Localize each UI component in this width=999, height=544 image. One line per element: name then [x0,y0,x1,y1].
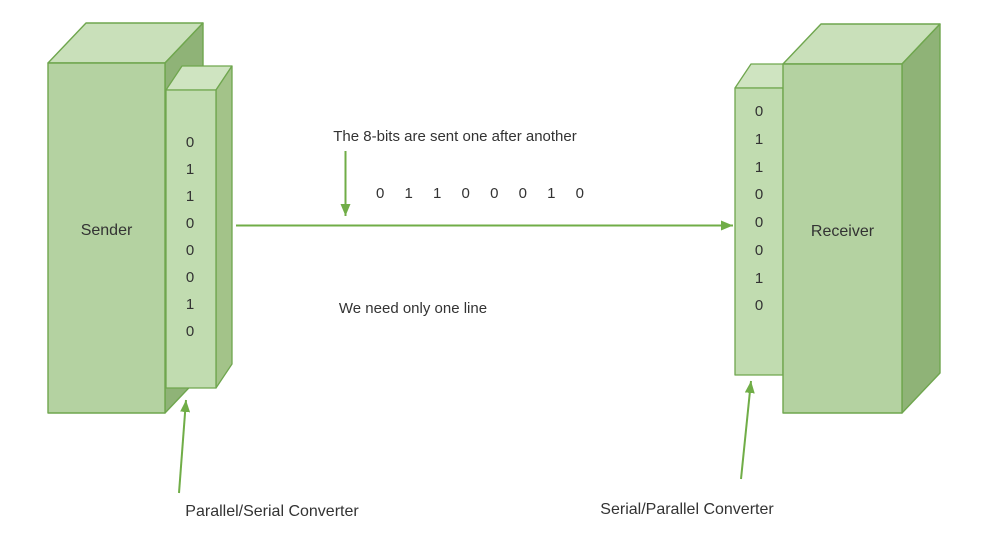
parallel-serial-converter-box: 0 1 1 0 0 0 1 0 [165,65,233,389]
receiver-converter-label: Serial/Parallel Converter [600,501,774,518]
receiver-converter-pointer-arrow [740,380,755,480]
sender-converter-label: Parallel/Serial Converter [185,503,359,520]
receiver-label: Receiver [811,223,875,240]
receiver-box-side-face [901,23,941,414]
receiver-converter-bit: 1 [755,270,763,287]
sender-converter-bit: 1 [186,161,194,178]
receiver-converter-bit: 1 [755,131,763,148]
sender-converter-bit: 0 [186,269,194,286]
sender-converter-callout: Parallel/Serial Converter [178,399,359,520]
receiver-box-front-face [782,63,903,414]
sender-converter-bit: 0 [186,134,194,151]
receiver-converter-bit: 0 [755,214,763,231]
receiver-converter-bit: 0 [755,297,763,314]
sender-converter-bits: 0 1 1 0 0 0 1 0 [186,134,194,340]
sender-converter-bit: 1 [186,296,194,313]
sender-converter-bit: 1 [186,188,194,205]
sender-box-front-face [47,62,166,414]
channel-caption-bottom: We need only one line [339,300,487,317]
sender-converter-bit: 0 [186,215,194,232]
sender-converter-front-face [165,89,217,389]
sender-converter-side-face [215,65,233,389]
channel-caption-top: The 8-bits are sent one after another [333,128,576,145]
receiver-converter-bit: 0 [755,242,763,259]
receiver-converter-bit: 0 [755,186,763,203]
sender-converter-bit: 0 [186,242,194,259]
receiver-box: Receiver [782,23,941,414]
receiver-converter-bits: 0 1 1 0 0 0 1 0 [755,103,763,314]
sender-label: Sender [81,222,133,239]
receiver-converter-bit: 1 [755,159,763,176]
transmission-channel: The 8-bits are sent one after another 0 … [236,128,733,317]
serial-bits-text: 0 1 1 0 0 0 1 0 [376,185,584,202]
receiver-converter-callout: Serial/Parallel Converter [600,380,774,518]
sender-converter-bit: 0 [186,323,194,340]
sender-converter-pointer-arrow [178,399,191,494]
receiver-converter-bit: 0 [755,103,763,120]
